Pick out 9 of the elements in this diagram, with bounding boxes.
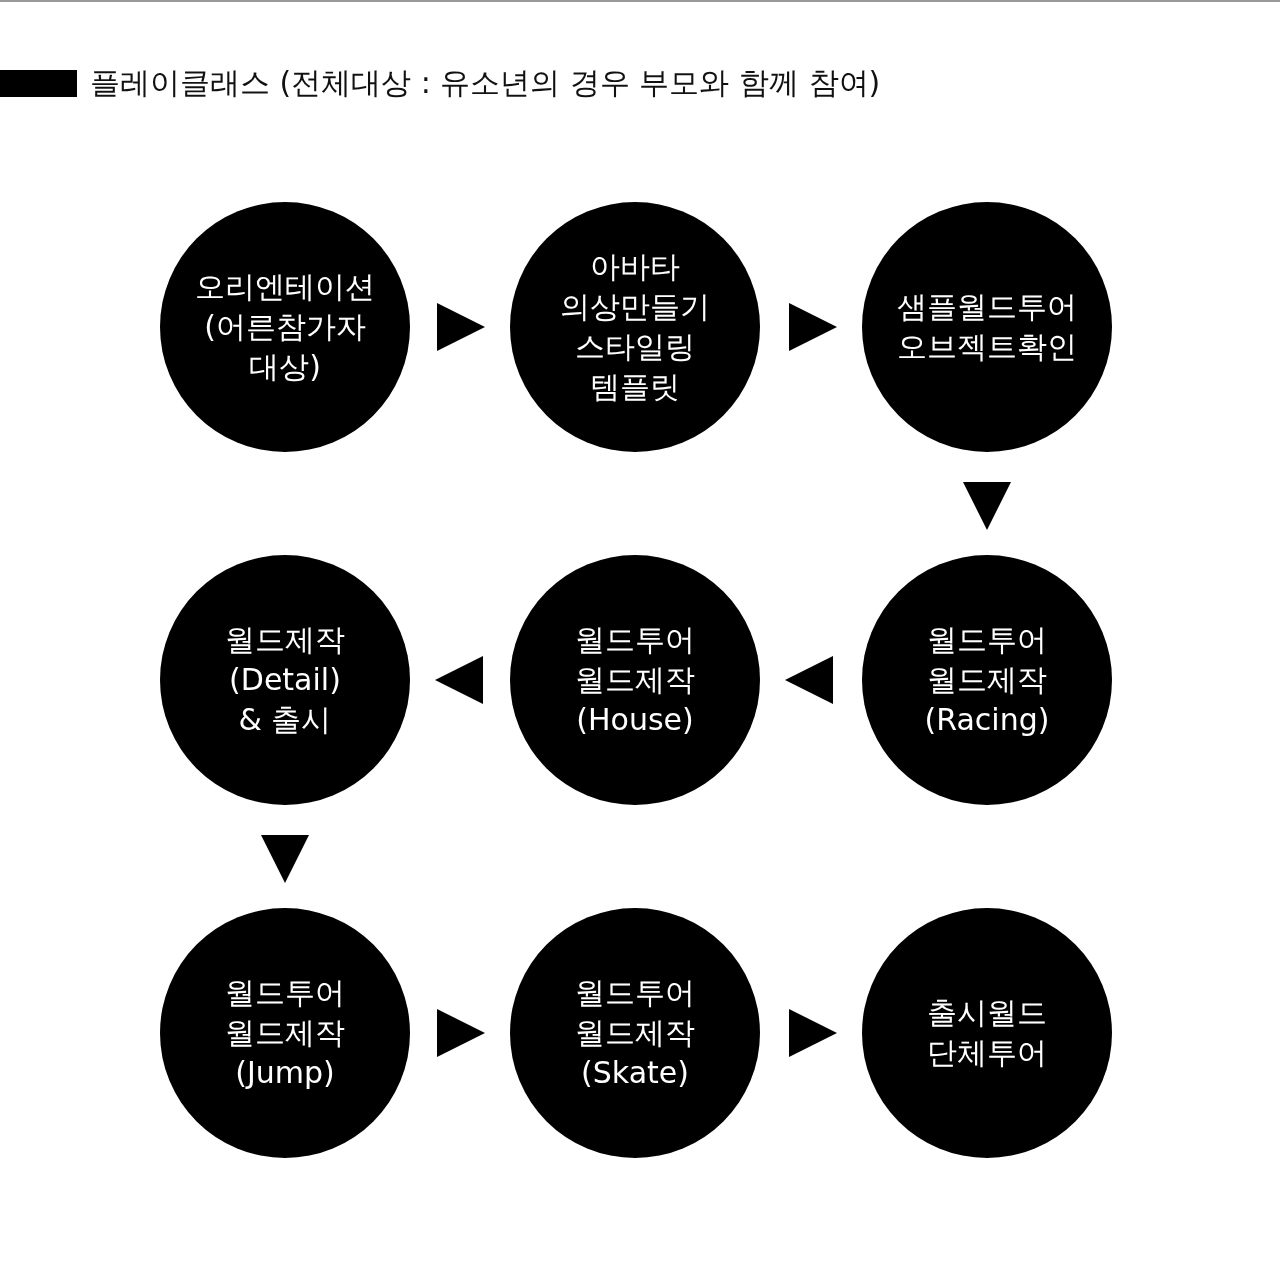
- step-label: 월드투어 월드제작 (Skate): [574, 974, 696, 1092]
- step-label: 샘플월드투어 오브젝트확인: [896, 288, 1078, 366]
- step-label: 월드투어 월드제작 (Racing): [923, 621, 1051, 739]
- step-label: 월드투어 월드제작 (House): [574, 621, 696, 739]
- step-label: 월드투어 월드제작 (Jump): [224, 974, 346, 1092]
- step-label: 아바타 의상만들기 스타일링 템플릿: [559, 248, 711, 406]
- step-label: 출시월드 단체투어: [926, 994, 1048, 1072]
- step-label: 월드제작 (Detail) & 출시: [224, 621, 346, 739]
- step-label: 오리엔테이션 (어른참가자 대상): [194, 268, 376, 386]
